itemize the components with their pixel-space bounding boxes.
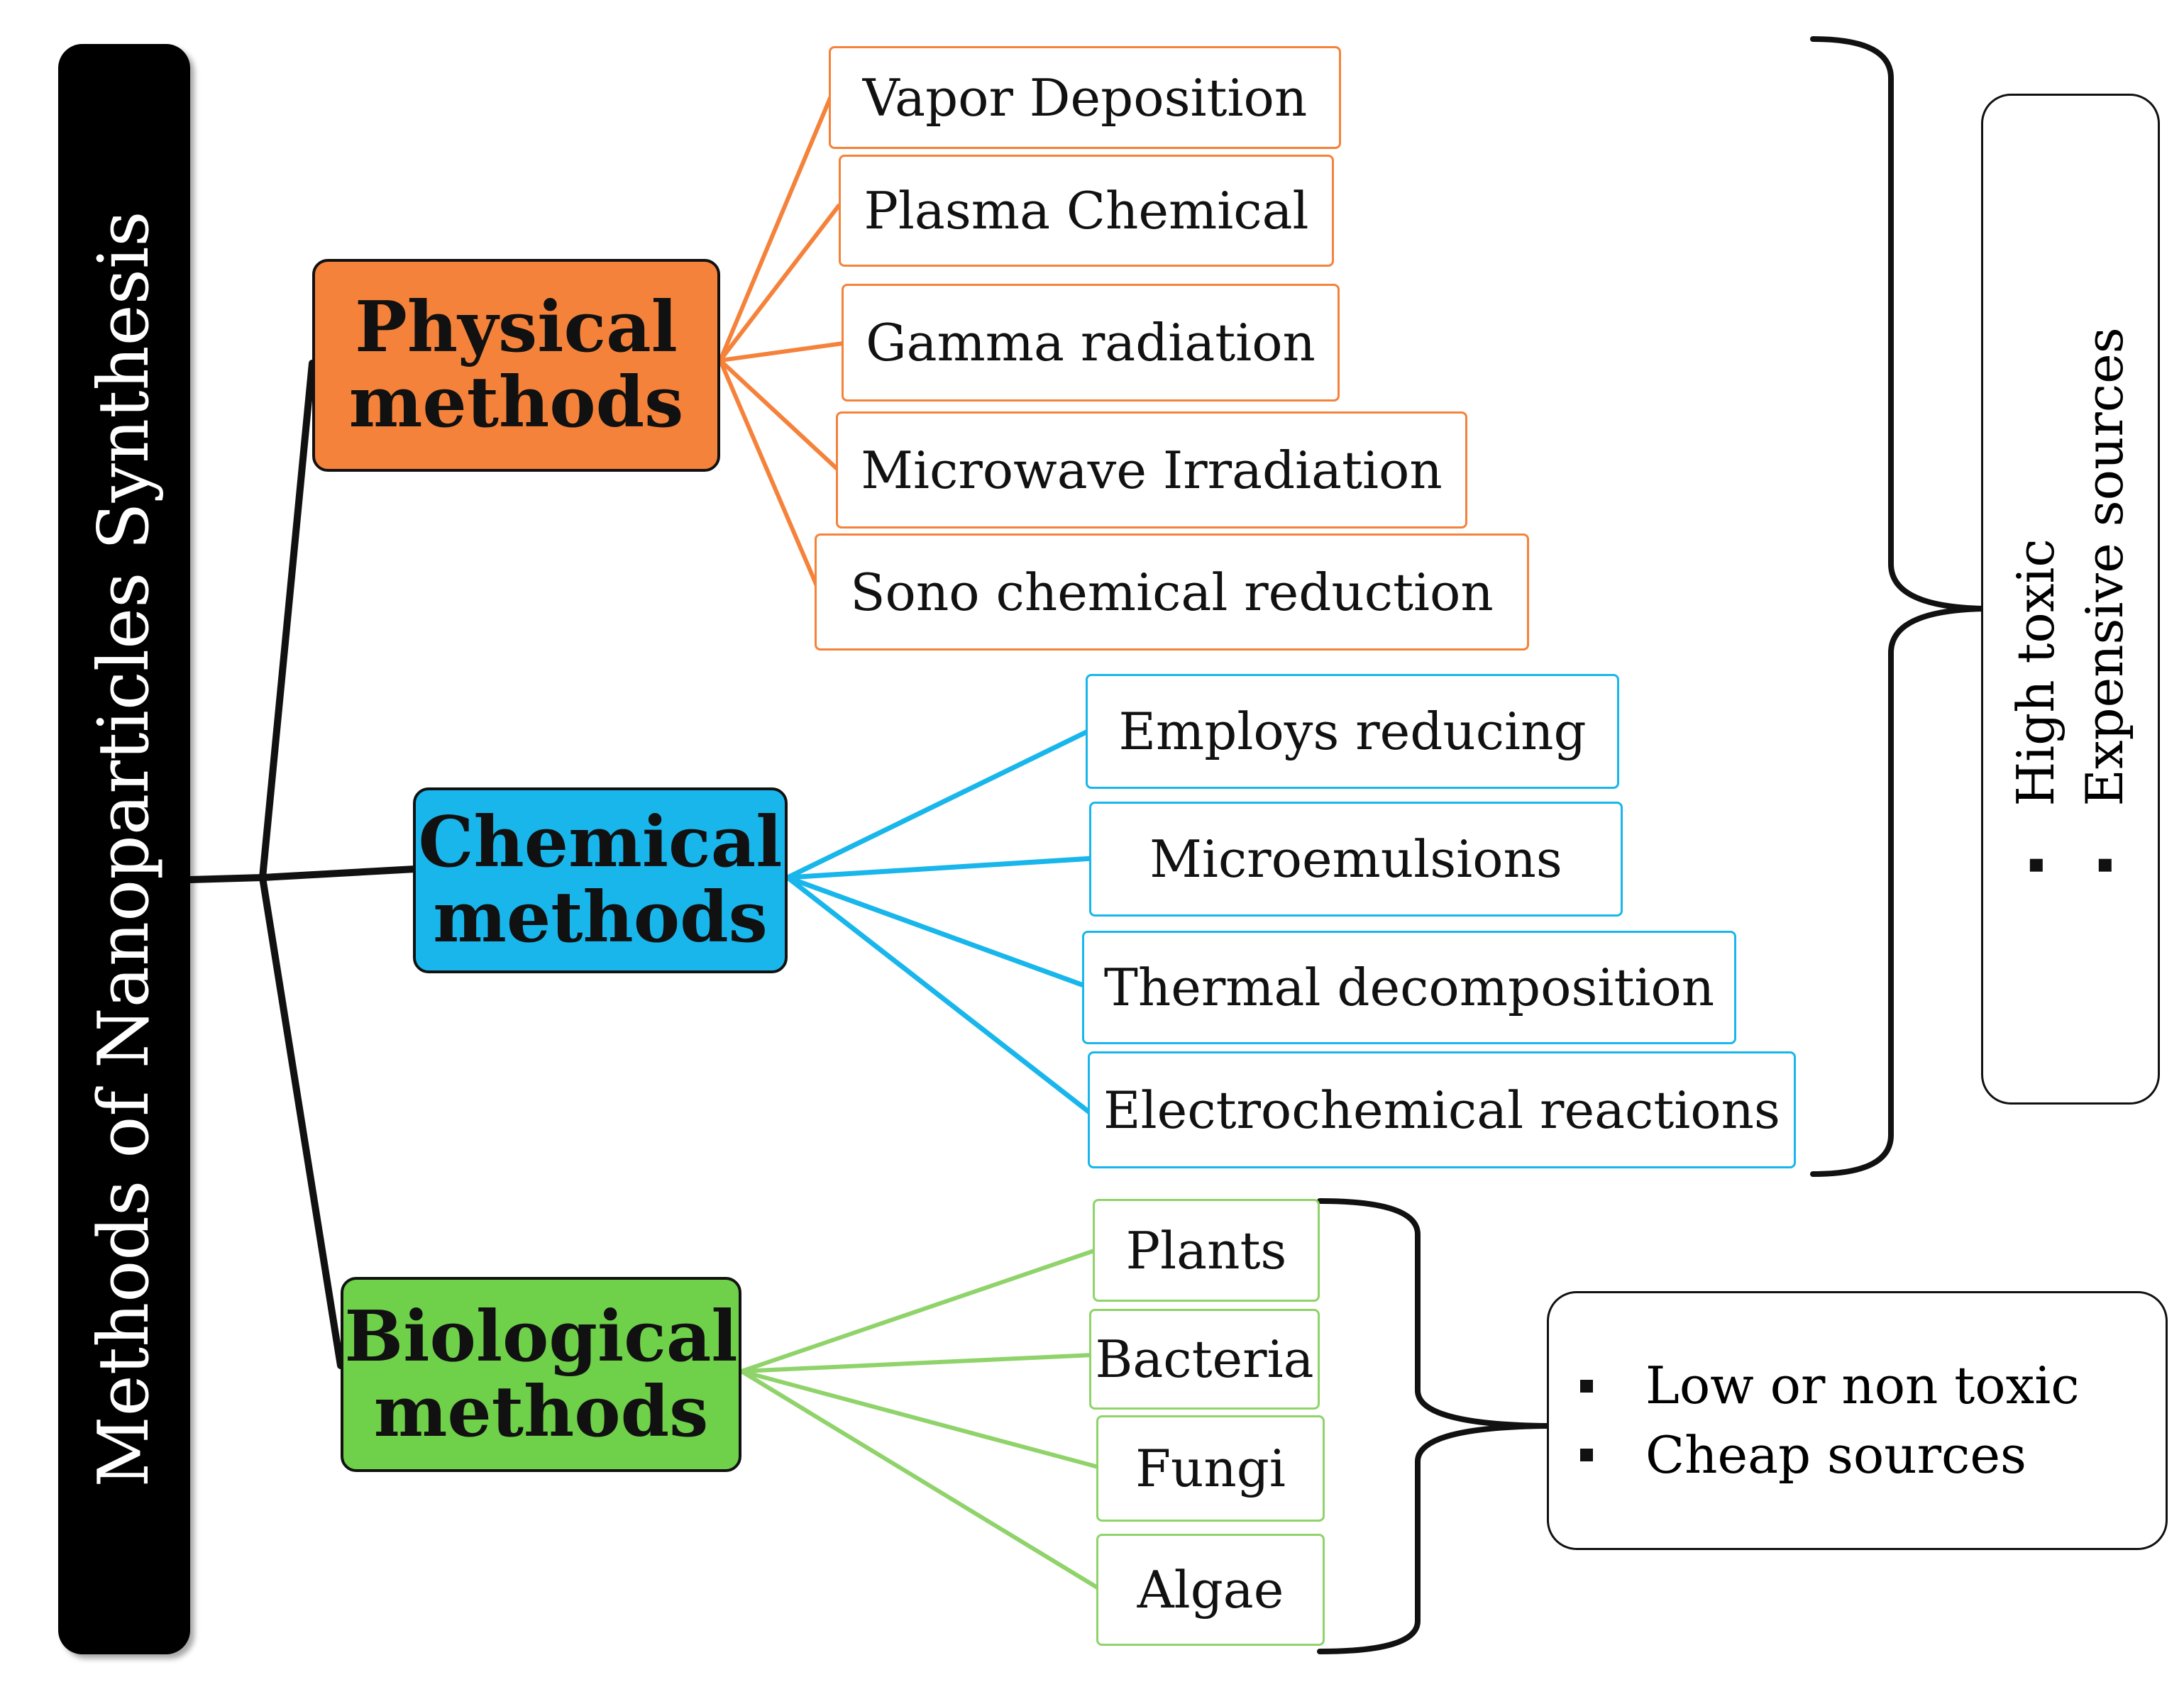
category-physical-line1: Physical <box>355 287 678 369</box>
bullet-square-icon <box>2029 858 2043 872</box>
bullet-square-icon <box>1580 1379 1593 1393</box>
root-title: Methods of Nanoparticles Synthesis <box>84 211 165 1488</box>
leaf-plasma-chemical: Plasma Chemical <box>839 155 1334 267</box>
bullet-square-icon <box>1580 1449 1593 1462</box>
note-low-toxic-cheap: Low or non toxic Cheap sources <box>1547 1291 2168 1550</box>
leaf-vapor-deposition: Vapor Deposition <box>829 46 1341 149</box>
leaf-electrochemical-reactions: Electrochemical reactions <box>1088 1051 1796 1168</box>
category-physical-methods: Physical methods <box>312 259 720 472</box>
leaf-label: Vapor Deposition <box>862 67 1308 128</box>
leaf-plants: Plants <box>1093 1199 1320 1302</box>
bullet-item: High toxic <box>2002 327 2070 872</box>
leaf-algae: Algae <box>1096 1534 1325 1646</box>
leaf-label: Gamma radiation <box>866 313 1316 372</box>
category-chemical-line2: methods <box>433 877 768 958</box>
leaf-employs-reducing: Employs reducing <box>1086 674 1619 789</box>
leaf-sono-chemical-reduction: Sono chemical reduction <box>815 533 1529 651</box>
category-chemical-methods: Chemical methods <box>413 787 788 973</box>
leaf-bacteria: Bacteria <box>1089 1309 1320 1410</box>
note-low-toxic-cheap-text: Low or non toxic Cheap sources <box>1549 1351 2080 1489</box>
bullet-text: Cheap sources <box>1645 1424 2026 1485</box>
leaf-label: Fungi <box>1135 1439 1286 1498</box>
leaf-label: Algae <box>1137 1560 1284 1620</box>
category-biological-line1: Biological <box>344 1295 738 1378</box>
note-toxic-expensive-text: High toxic Expensive sources <box>2002 326 2139 872</box>
leaf-label: Employs reducing <box>1118 702 1587 761</box>
leaf-microwave-irradiation: Microwave Irradiation <box>836 411 1467 529</box>
leaf-label: Microwave Irradiation <box>861 440 1443 500</box>
note-toxic-expensive: High toxic Expensive sources <box>1981 94 2160 1105</box>
bullet-text: High toxic <box>2005 538 2066 807</box>
leaf-microemulsions: Microemulsions <box>1089 802 1623 917</box>
leaf-gamma-radiation: Gamma radiation <box>842 284 1340 402</box>
category-biological-line2: methods <box>373 1371 709 1453</box>
root-bar <box>58 44 190 1654</box>
category-biological-methods: Biological methods <box>341 1277 741 1472</box>
leaf-label: Plants <box>1125 1220 1287 1280</box>
leaf-fungi: Fungi <box>1096 1415 1325 1522</box>
leaf-label: Sono chemical reduction <box>850 562 1494 622</box>
category-chemical-line1: Chemical <box>418 802 783 884</box>
bullet-item: Low or non toxic <box>1580 1351 2080 1420</box>
leaf-thermal-decomposition: Thermal decomposition <box>1082 931 1736 1044</box>
bullet-text: Expensive sources <box>2075 326 2134 807</box>
bullet-item: Expensive sources <box>2070 326 2139 872</box>
bullet-item: Cheap sources <box>1580 1421 2080 1490</box>
leaf-label: Microemulsions <box>1149 829 1562 889</box>
leaf-label: Plasma Chemical <box>864 181 1309 240</box>
bullet-text: Low or non toxic <box>1645 1356 2080 1416</box>
category-physical-line2: methods <box>348 362 684 443</box>
leaf-label: Bacteria <box>1095 1329 1314 1389</box>
leaf-label: Thermal decomposition <box>1103 958 1715 1017</box>
leaf-label: Electrochemical reactions <box>1103 1080 1780 1140</box>
bullet-square-icon <box>2098 858 2112 872</box>
